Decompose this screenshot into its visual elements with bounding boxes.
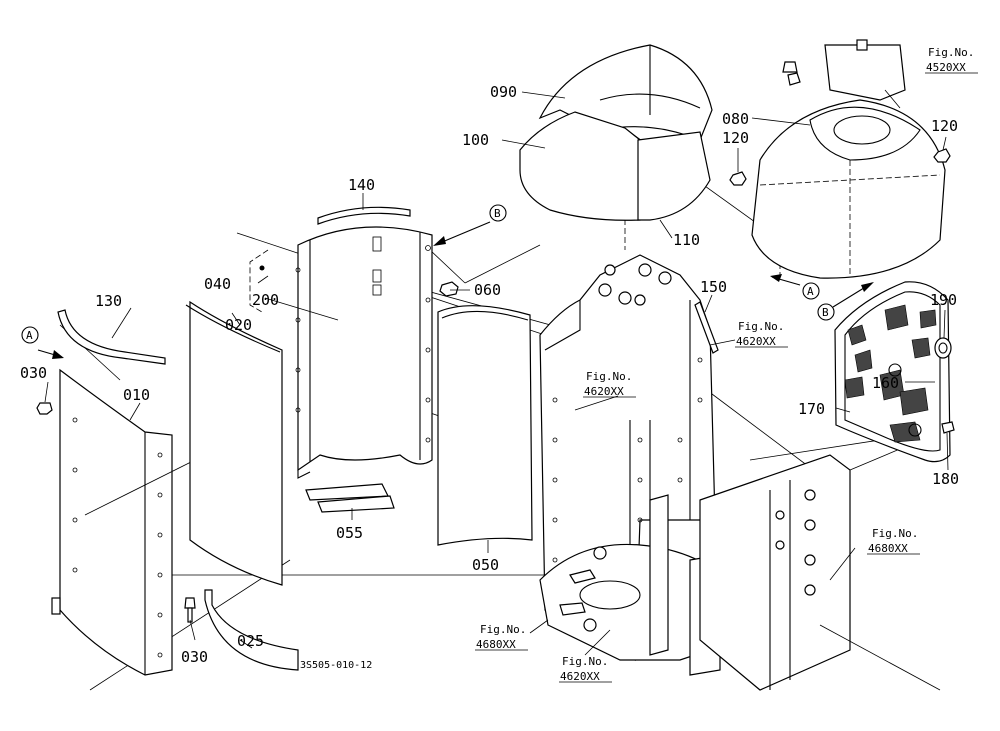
figref-4520: Fig.No. 4520XX (925, 46, 978, 74)
label-180: 180 (932, 470, 959, 488)
label-020: 020 (225, 316, 252, 334)
label-010: 010 (123, 386, 150, 404)
svg-text:A: A (807, 285, 814, 298)
figref-4620-middle: Fig.No. 4620XX (583, 370, 636, 398)
label-060: 060 (474, 281, 501, 299)
part-050-panel (437, 305, 533, 546)
figref-4620-upper: Fig.No. 4620XX (735, 320, 788, 348)
label-080: 080 (722, 110, 749, 128)
svg-text:B: B (494, 207, 501, 220)
svg-text:Fig.No.: Fig.No. (738, 320, 784, 333)
label-170: 170 (798, 400, 825, 418)
label-100: 100 (462, 131, 489, 149)
part-030-bolt-bottom (184, 597, 196, 623)
part-110-side-cover (637, 131, 711, 221)
svg-text:4620XX: 4620XX (584, 385, 624, 398)
figref-4680-right: Fig.No. 4680XX (867, 527, 920, 555)
figref-4620-bottom: Fig.No. 4620XX (559, 655, 612, 683)
marker-a-left (21, 326, 39, 344)
part-190-grommet (934, 337, 952, 359)
callout-leaders (44, 89, 949, 656)
part-080-hood (751, 99, 946, 279)
label-150: 150 (700, 278, 727, 296)
svg-text:Fig.No.: Fig.No. (480, 623, 526, 636)
label-090: 090 (490, 83, 517, 101)
marker-b-top (489, 204, 507, 222)
marker-a-right (802, 282, 820, 300)
part-010-outer-panel (51, 368, 216, 676)
label-120-right: 120 (931, 117, 958, 135)
label-130: 130 (95, 292, 122, 310)
central-frame (539, 254, 741, 676)
svg-text:A: A (26, 329, 33, 342)
marker-arrows (37, 221, 874, 359)
marker-b-right (817, 303, 835, 321)
label-200: 200 (252, 291, 279, 309)
part-170-side-panel (834, 281, 951, 463)
part-130-seal-strip (57, 309, 166, 365)
section-markers: A B A B (21, 204, 835, 344)
svg-text:Fig.No.: Fig.No. (872, 527, 918, 540)
svg-text:4520XX: 4520XX (926, 61, 966, 74)
label-025: 025 (237, 632, 264, 650)
part-060-nut (439, 281, 459, 297)
part-180-bolt (941, 421, 955, 434)
svg-text:Fig.No.: Fig.No. (928, 46, 974, 59)
svg-text:B: B (822, 306, 829, 319)
part-100-lower-cover (519, 111, 641, 221)
label-190: 190 (930, 291, 957, 309)
part-025-lower-strip (204, 589, 299, 671)
part-055-strip (305, 483, 395, 513)
svg-text:4680XX: 4680XX (476, 638, 516, 651)
figure-references: Fig.No. 4520XX Fig.No. 4620XX Fig.No. 46… (475, 46, 978, 683)
label-110: 110 (673, 231, 700, 249)
part-120-nut-right (933, 148, 951, 163)
middle-panel (295, 226, 433, 479)
svg-text:Fig.No.: Fig.No. (586, 370, 632, 383)
label-040: 040 (204, 275, 231, 293)
svg-text:4680XX: 4680XX (868, 542, 908, 555)
label-030-bottom: 030 (181, 648, 208, 666)
part-020-liner-panel (185, 300, 283, 586)
part-040-bracket (249, 249, 269, 313)
part-120-nut-left (729, 171, 747, 186)
top-collar (782, 39, 906, 101)
part-150-rod (694, 301, 719, 354)
right-base-frame (699, 429, 946, 691)
svg-text:4620XX: 4620XX (560, 670, 600, 683)
label-140: 140 (348, 176, 375, 194)
label-055: 055 (336, 524, 363, 542)
svg-text:Fig.No.: Fig.No. (562, 655, 608, 668)
label-160: 160 (872, 374, 899, 392)
label-050: 050 (472, 556, 499, 574)
drawing-code: 3S505-010-12 (300, 660, 372, 671)
label-030-left: 030 (20, 364, 47, 382)
part-140-top-strip (317, 206, 411, 225)
label-120-left: 120 (722, 129, 749, 147)
part-labels: 130 010 030 020 040 200 140 060 055 050 … (20, 83, 959, 666)
svg-text:4620XX: 4620XX (736, 335, 776, 348)
part-030-bolt-left (36, 402, 53, 415)
figref-4680-bottom: Fig.No. 4680XX (475, 623, 528, 651)
